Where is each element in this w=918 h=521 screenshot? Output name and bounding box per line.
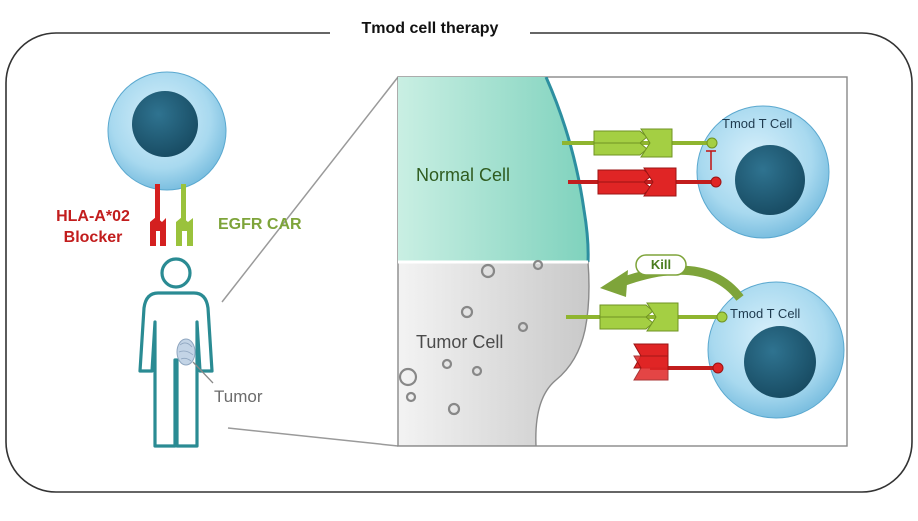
zoom-line-top: [221, 76, 399, 303]
tumor-label: Tumor: [214, 387, 263, 406]
egfr-car-receptor-icon: [562, 128, 718, 158]
hla-blocker-label: HLA-A*02 Blocker: [52, 206, 134, 248]
egfr-car-label: EGFR CAR: [218, 216, 302, 233]
hla-blocker-receptor-icon: [150, 184, 166, 246]
egfr-car-receptor-icon: [566, 302, 728, 332]
kill-arrow-icon: [600, 265, 744, 301]
human-body-icon: [138, 257, 214, 448]
tumor-cell-label: Tumor Cell: [416, 332, 504, 352]
normal-cell: [398, 77, 589, 262]
tumor-cell: [398, 261, 590, 446]
egfr-car-receptor-icon: [176, 184, 193, 246]
hla-label-line1: HLA-A*02: [56, 208, 130, 225]
hla-label-line2: Blocker: [63, 229, 123, 246]
hla-blocker-receptor-icon: [568, 167, 722, 197]
tmod-t-cell-label-top: Tmod T Cell: [722, 116, 793, 131]
tmod-t-cell-label-bottom: Tmod T Cell: [730, 306, 801, 321]
zoom-line-bottom: [227, 427, 399, 447]
kill-badge: [635, 254, 687, 276]
normal-cell-label: Normal Cell: [416, 165, 511, 185]
diagram-title: Tmod cell therapy: [330, 20, 530, 38]
tumor-blob-icon: [176, 338, 196, 366]
inhibition-icon: [706, 150, 716, 170]
tumor-cell-vesicles: [398, 259, 544, 416]
hla-blocker-receptor-icon: [633, 343, 724, 381]
t-cell-icon: [707, 281, 845, 419]
t-cell-icon: [107, 71, 227, 191]
t-cell-icon: [696, 105, 830, 239]
tumor-pointer-line: [192, 361, 214, 384]
kill-label: Kill: [650, 257, 672, 272]
